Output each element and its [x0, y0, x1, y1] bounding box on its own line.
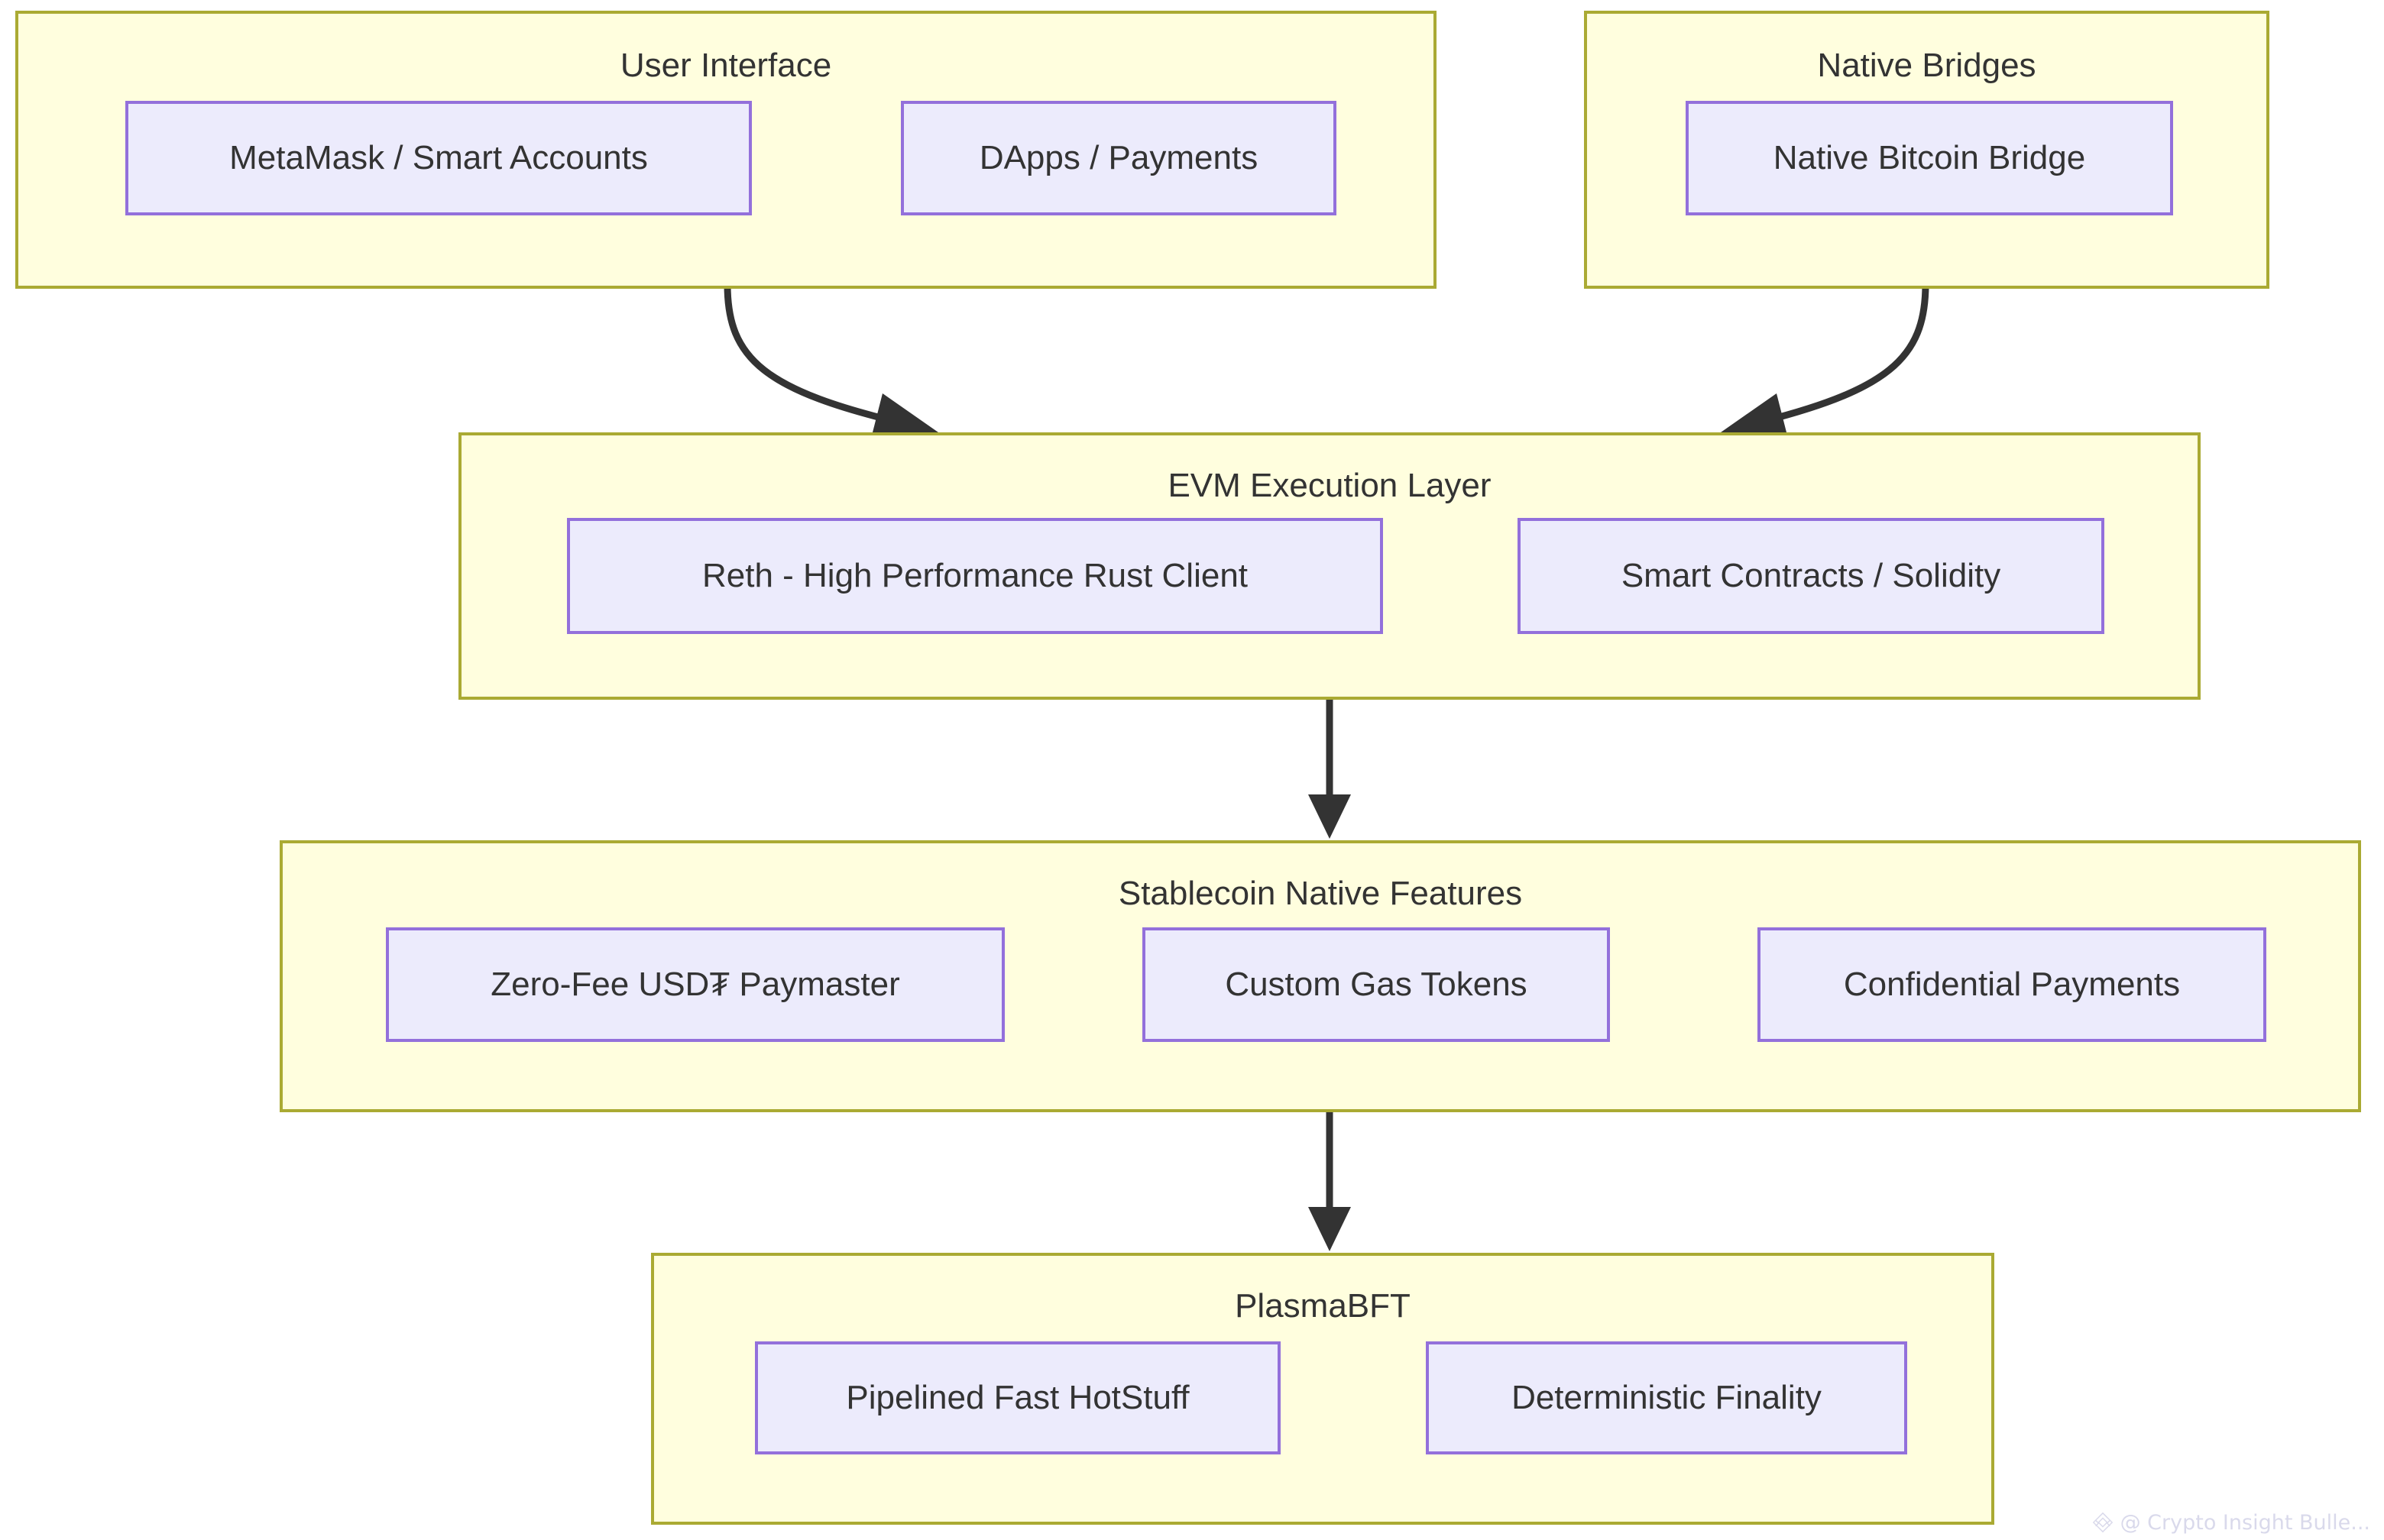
node-smart-contracts-solidity[interactable]: Smart Contracts / Solidity — [1518, 518, 2104, 634]
edge-evm-to-stablecoin — [1308, 700, 1351, 839]
cluster-title-plasmabft: PlasmaBFT — [1235, 1287, 1411, 1325]
cluster-title-evm-execution-layer: EVM Execution Layer — [1168, 467, 1492, 504]
node-label: Deterministic Finality — [1511, 1379, 1822, 1416]
node-native-bitcoin-bridge[interactable]: Native Bitcoin Bridge — [1686, 101, 2173, 215]
node-label: Custom Gas Tokens — [1225, 966, 1527, 1003]
node-metamask-smart-accounts[interactable]: MetaMask / Smart Accounts — [125, 101, 752, 215]
cluster-native-bridges[interactable]: Native Bridges Native Bitcoin Bridge — [1584, 11, 2269, 289]
cluster-plasmabft[interactable]: PlasmaBFT Pipelined Fast HotStuff Determ… — [651, 1253, 1994, 1525]
cluster-title-native-bridges: Native Bridges — [1817, 47, 2036, 84]
watermark: @ Crypto Insight Bulle... — [2091, 1511, 2370, 1534]
node-label: Reth - High Performance Rust Client — [701, 557, 1249, 594]
cluster-user-interface[interactable]: User Interface MetaMask / Smart Accounts… — [15, 11, 1437, 289]
cluster-stablecoin-native-features[interactable]: Stablecoin Native Features Zero-Fee USD₮… — [280, 840, 2361, 1112]
watermark-label: @ Crypto Insight Bulle... — [2120, 1510, 2370, 1535]
edge-stablecoin-to-plasmabft — [1308, 1112, 1351, 1251]
node-zero-fee-usdt-paymaster[interactable]: Zero-Fee USD₮ Paymaster — [386, 927, 1005, 1042]
node-dapps-payments[interactable]: DApps / Payments — [901, 101, 1336, 215]
diamond-logo-icon — [2092, 1512, 2113, 1533]
edge-bridges-to-evm — [1721, 283, 1929, 432]
cluster-title-user-interface: User Interface — [620, 47, 832, 84]
node-label: Pipelined Fast HotStuff — [846, 1379, 1190, 1416]
node-label: MetaMask / Smart Accounts — [229, 139, 648, 176]
node-custom-gas-tokens[interactable]: Custom Gas Tokens — [1142, 927, 1610, 1042]
node-pipelined-fast-hotstuff[interactable]: Pipelined Fast HotStuff — [755, 1341, 1281, 1454]
node-label: Native Bitcoin Bridge — [1773, 139, 2086, 176]
node-label: Smart Contracts / Solidity — [1621, 557, 2001, 594]
node-deterministic-finality[interactable]: Deterministic Finality — [1426, 1341, 1907, 1454]
node-reth-client[interactable]: Reth - High Performance Rust Client — [567, 518, 1383, 634]
node-confidential-payments[interactable]: Confidential Payments — [1757, 927, 2266, 1042]
edge-ui-to-evm — [724, 283, 938, 432]
cluster-title-stablecoin-native-features: Stablecoin Native Features — [1118, 875, 1523, 912]
cluster-evm-execution-layer[interactable]: EVM Execution Layer Reth - High Performa… — [458, 432, 2201, 700]
node-label: Confidential Payments — [1843, 966, 2181, 1003]
node-label: Zero-Fee USD₮ Paymaster — [491, 966, 900, 1003]
node-label: DApps / Payments — [979, 139, 1258, 176]
